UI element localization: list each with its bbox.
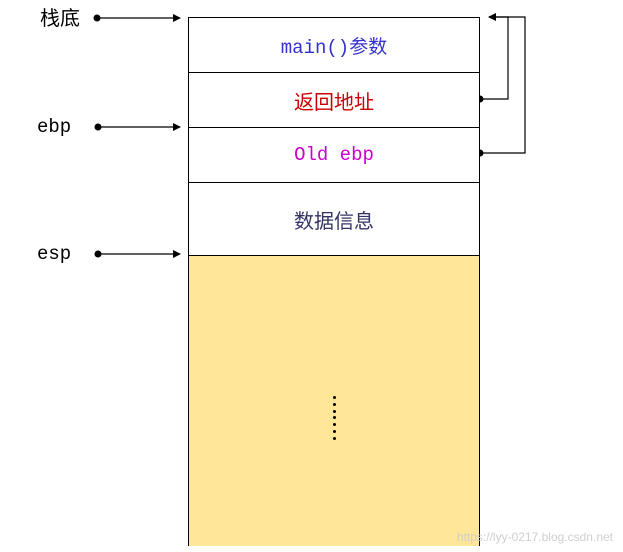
esp-label: esp <box>37 243 72 265</box>
ellipsis-dot <box>332 396 336 399</box>
ellipsis-dot <box>332 416 336 420</box>
watermark: https://lyy-0217.blog.csdn.net <box>456 530 613 544</box>
ellipsis-dot <box>332 409 336 413</box>
old-ebp-connector <box>480 16 526 154</box>
stack: main()参数 返回地址 Old ebp 数据信息 <box>188 17 480 546</box>
ellipsis-dot <box>332 436 336 440</box>
main-params-text: main()参数 <box>280 36 388 59</box>
stack-bottom-pointer <box>93 14 181 22</box>
return-address-connector <box>480 13 509 100</box>
ebp-label: ebp <box>37 116 72 138</box>
stack-cell-data-info: 数据信息 <box>189 183 479 256</box>
ebp-pointer <box>94 123 181 131</box>
ellipsis-dot <box>332 430 336 434</box>
stack-bottom-label: 栈底 <box>40 6 80 30</box>
esp-dot <box>94 250 102 258</box>
vertical-ellipsis <box>332 396 336 440</box>
old-ebp-text: Old ebp <box>294 144 374 166</box>
stack-cell-old-ebp: Old ebp <box>189 128 479 183</box>
ebp-dot <box>94 123 102 131</box>
stack-free-space <box>189 256 479 546</box>
old-ebp-link <box>476 16 526 157</box>
stack-bottom-dot <box>93 14 101 22</box>
return-address-link <box>476 13 509 103</box>
return-address-text: 返回地址 <box>294 89 374 114</box>
ellipsis-dot <box>332 402 336 406</box>
data-info-text: 数据信息 <box>294 208 374 233</box>
ellipsis-dot <box>332 423 336 427</box>
esp-pointer <box>94 250 181 258</box>
stack-cell-main-params: main()参数 <box>189 18 479 73</box>
stack-cell-return-address: 返回地址 <box>189 73 479 128</box>
